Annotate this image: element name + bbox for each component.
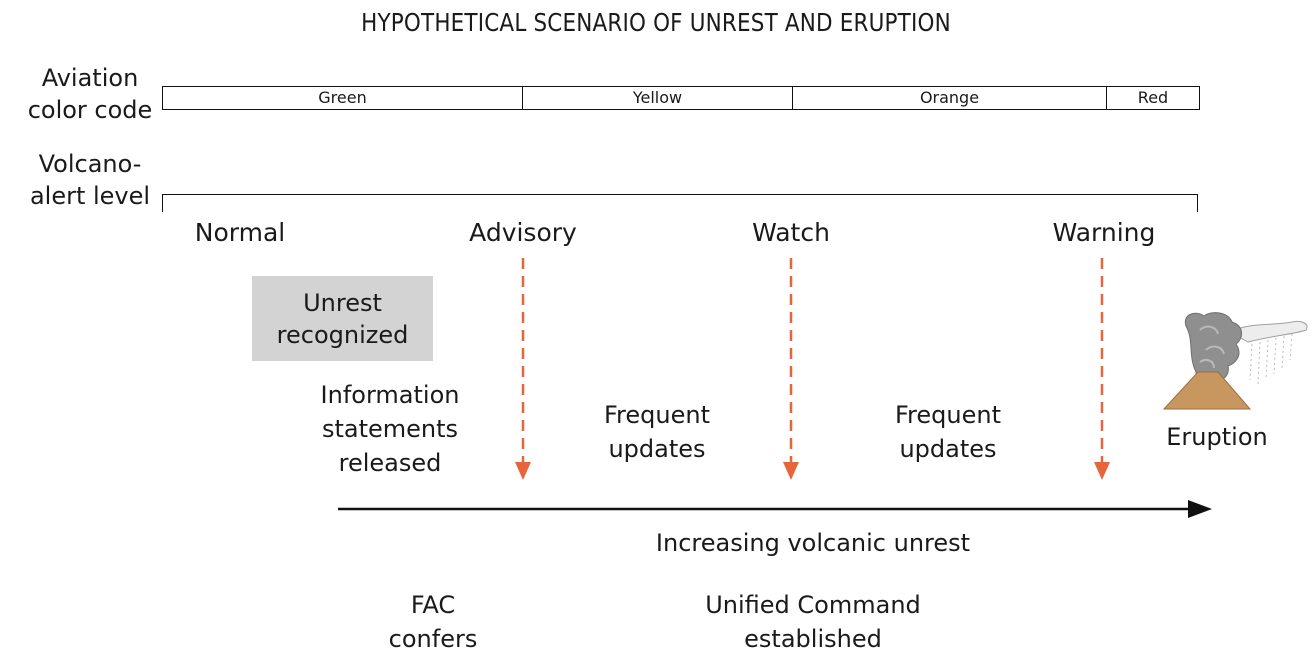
information-statements-note: Information statements released [290,378,490,480]
fac-line1: FAC [410,591,456,619]
level-warning: Warning [1052,218,1156,247]
updates2-line2: updates [899,435,997,463]
uc-line2: established [744,625,882,653]
info-line3: released [338,449,442,477]
warning-dashed-arrow [1094,258,1110,480]
unified-command-note: Unified Command established [663,588,963,656]
aviation-color-bar: Green Yellow Orange Red [162,86,1200,110]
info-line2: statements [321,415,459,443]
volcano-eruption-icon [1162,312,1308,410]
segment-red: Red [1106,86,1200,110]
alert-level-label: Volcano- alert level [20,148,160,212]
diagram-title: HYPOTHETICAL SCENARIO OF UNREST AND ERUP… [361,8,951,37]
unrest-line1: Unrest [303,288,382,317]
axis-label: Increasing volcanic unrest [655,529,971,557]
fac-confers-note: FAC confers [333,588,533,656]
frequent-updates-note-1: Frequent updates [557,398,757,466]
updates1-line2: updates [608,435,706,463]
unrest-recognized-box: Unrest recognized [252,276,433,361]
segment-orange: Orange [792,86,1106,110]
level-advisory: Advisory [469,218,577,247]
alert-label-line1: Volcano- [38,150,142,178]
aviation-label-line2: color code [27,96,153,124]
segment-yellow: Yellow [522,86,792,110]
unrest-line2: recognized [276,320,409,349]
aviation-label-line1: Aviation [41,64,139,92]
frequent-updates-note-2: Frequent updates [848,398,1048,466]
updates2-line1: Frequent [895,401,1001,429]
alert-label-line2: alert level [29,182,151,210]
advisory-dashed-arrow [515,258,531,480]
updates1-line1: Frequent [604,401,710,429]
level-normal: Normal [194,218,286,247]
fac-line2: confers [388,625,478,653]
aviation-label: Aviation color code [20,62,160,126]
watch-dashed-arrow [783,258,799,480]
unrest-axis-arrow [338,500,1212,518]
segment-green: Green [162,86,522,110]
uc-line1: Unified Command [705,591,921,619]
info-line1: Information [320,381,460,409]
alert-level-bracket [162,194,1198,212]
eruption-label: Eruption [1166,423,1268,451]
level-watch: Watch [752,218,830,247]
